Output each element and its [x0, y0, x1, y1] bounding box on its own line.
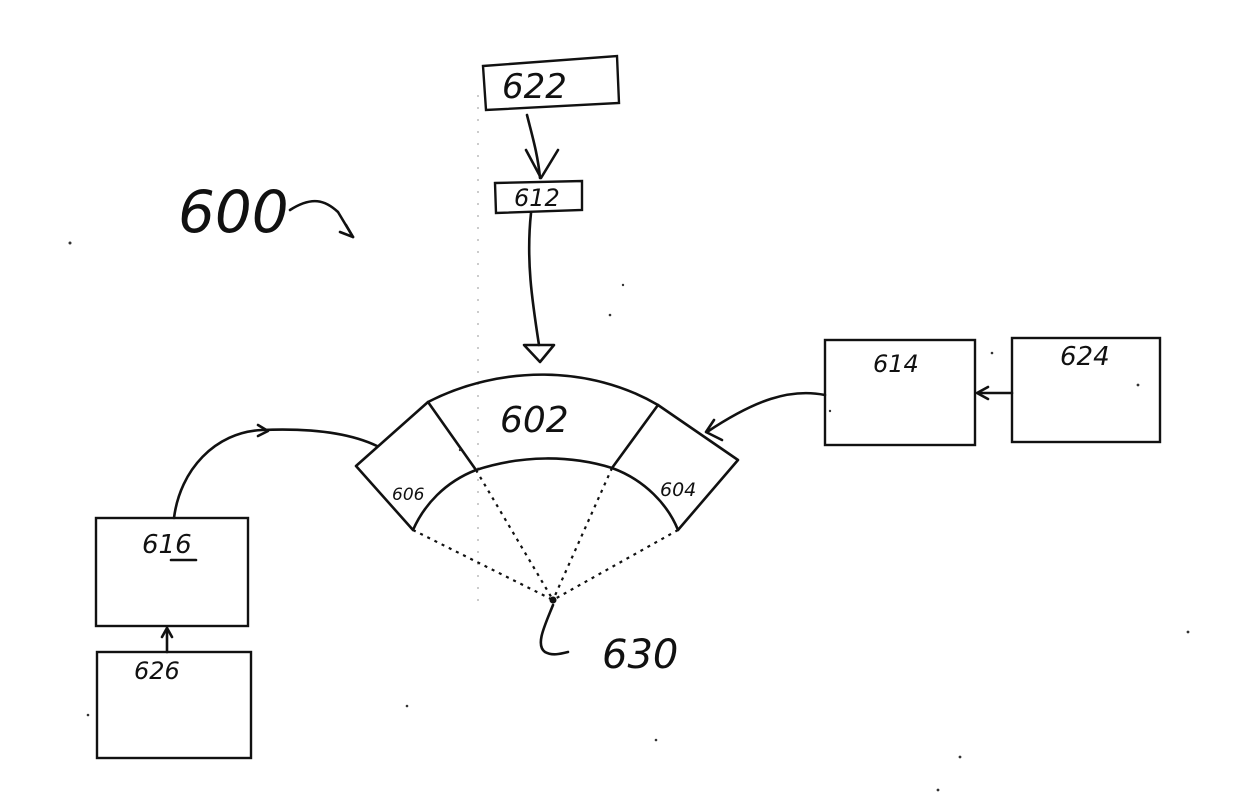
sector-606-label: 606: [392, 485, 425, 505]
block-616-label: 616: [142, 530, 192, 560]
focal-point-label: 630: [602, 632, 678, 678]
block-614-label: 614: [873, 350, 919, 378]
arrow-612-to-602: [529, 213, 539, 345]
sector-606-frame: [356, 402, 476, 530]
arrow-622-to-612: [527, 115, 540, 178]
focal-leader-line: [541, 605, 568, 654]
block-624: 624: [1012, 338, 1160, 442]
block-622-label: 622: [502, 67, 567, 107]
figure-label-arrowhead: [340, 225, 353, 237]
dash-ray-1: [413, 530, 553, 600]
sector-602: 602 606 604: [356, 375, 738, 604]
arrow-614-to-604: [707, 393, 825, 432]
dash-ray-4: [553, 530, 678, 600]
arrow-616-to-606: [174, 430, 377, 518]
block-612: 612: [495, 181, 582, 213]
sector-602-inner-arc: [476, 458, 612, 470]
arrow-612-to-602-head: [524, 345, 554, 362]
sector-604-label: 604: [660, 479, 696, 501]
sector-602-label: 602: [500, 400, 569, 441]
figure-label: 600: [178, 178, 289, 246]
block-626-label: 626: [134, 657, 180, 685]
block-626: 626: [97, 652, 251, 758]
figure-label-arrow: [290, 201, 353, 237]
focal-point: [550, 597, 557, 604]
block-616: 616: [96, 518, 248, 626]
block-624-label: 624: [1060, 342, 1110, 372]
arrow-622-to-612-head: [526, 150, 558, 178]
block-612-label: 612: [514, 184, 560, 212]
dash-ray-3: [553, 468, 612, 600]
block-614: 614: [825, 340, 975, 445]
block-622: 622: [483, 56, 619, 110]
